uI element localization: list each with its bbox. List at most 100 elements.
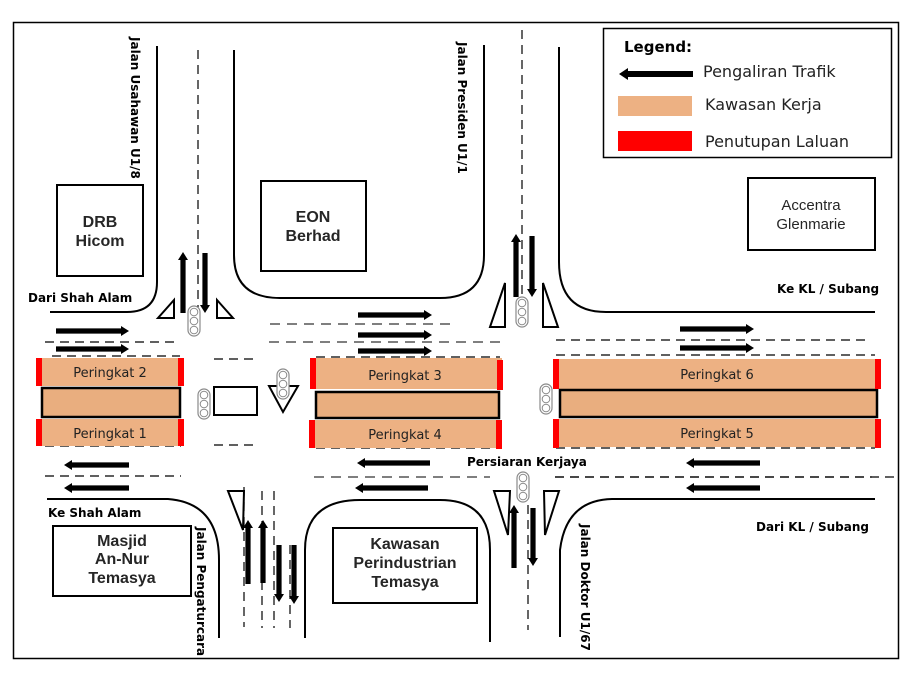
traffic-flow-arrow-icon bbox=[56, 344, 129, 354]
lane-closure bbox=[553, 359, 559, 389]
building-masjid-an-nur-temasya: Masjid An-Nur Temasya bbox=[52, 525, 192, 597]
traffic-lights bbox=[187, 296, 553, 503]
traffic-flow-arrow-icon bbox=[686, 458, 760, 468]
zone-label-peringkat-5: Peringkat 5 bbox=[680, 427, 754, 442]
lane-closure bbox=[553, 419, 559, 448]
lane-closure bbox=[178, 358, 184, 386]
svg-text:Temasya: Temasya bbox=[371, 574, 438, 591]
building-drb-hicom: DRB Hicom bbox=[56, 184, 144, 277]
work-zone-west: Peringkat 2 Peringkat 1 bbox=[36, 358, 184, 446]
traffic-flow-arrow-icon bbox=[357, 458, 430, 468]
traffic-light-icon bbox=[197, 388, 211, 420]
svg-text:Hicom: Hicom bbox=[76, 233, 125, 250]
svg-text:DRB: DRB bbox=[83, 214, 118, 231]
zone-label-peringkat-3: Peringkat 3 bbox=[368, 369, 442, 384]
traffic-flow-arrow-icon bbox=[619, 68, 693, 80]
work-zone-median-middle bbox=[314, 390, 501, 420]
traffic-island bbox=[488, 282, 506, 328]
road-edges bbox=[47, 45, 875, 642]
traffic-island bbox=[216, 297, 236, 319]
road-label-jalan-doktor: Jalan Doktor U1/67 bbox=[578, 523, 592, 651]
direction-ke-kl-subang: Ke KL / Subang bbox=[777, 282, 879, 296]
building-accentra-glenmarie: Accentra Glenmarie bbox=[747, 177, 876, 251]
traffic-island bbox=[155, 297, 175, 319]
traffic-flow-arrow-icon bbox=[358, 330, 432, 340]
traffic-light-icon bbox=[276, 368, 290, 400]
traffic-flow-arrow-icon bbox=[358, 346, 432, 356]
traffic-flow-arrow-icon bbox=[509, 505, 519, 568]
traffic-light-icon bbox=[515, 296, 529, 328]
legend: Legend: Pengaliran Trafik Kawasan Kerja … bbox=[602, 27, 893, 159]
traffic-flow-arrow-icon bbox=[243, 520, 253, 584]
svg-text:EON: EON bbox=[296, 209, 331, 226]
svg-text:Penutupan Laluan: Penutupan Laluan bbox=[705, 132, 849, 151]
traffic-flow-arrow-icon bbox=[64, 483, 129, 493]
svg-text:Pengaliran Trafik: Pengaliran Trafik bbox=[703, 62, 836, 81]
traffic-flow-arrow-icon bbox=[274, 545, 284, 602]
traffic-light-icon bbox=[516, 471, 530, 503]
traffic-flow-arrow-icon bbox=[686, 483, 760, 493]
traffic-flow-arrow-icon bbox=[680, 324, 754, 334]
traffic-flow-arrow-icon bbox=[200, 253, 210, 313]
traffic-island bbox=[213, 386, 258, 416]
traffic-flow-arrow-icon bbox=[289, 545, 299, 604]
building-eon-berhad: EON Berhad bbox=[260, 180, 367, 272]
zone-label-peringkat-2: Peringkat 2 bbox=[73, 366, 147, 381]
work-zone-peringkat-3 bbox=[312, 358, 502, 389]
work-zone-east: Peringkat 6 Peringkat 5 bbox=[553, 359, 881, 448]
traffic-flow-arrow-icon bbox=[56, 326, 129, 336]
work-zone-middle: Peringkat 3 Peringkat 4 bbox=[309, 358, 503, 449]
traffic-flow-arrow-icon bbox=[64, 460, 129, 470]
svg-text:Glenmarie: Glenmarie bbox=[776, 216, 845, 233]
lane-closure bbox=[497, 360, 503, 390]
road-label-persiaran-kerjaya: Persiaran Kerjaya bbox=[467, 455, 587, 469]
road-label-jalan-presiden: Jalan Presiden U1/1 bbox=[455, 41, 469, 174]
lane-closure bbox=[36, 419, 42, 446]
traffic-flow-arrow-icon bbox=[258, 520, 268, 583]
traffic-island bbox=[542, 282, 560, 328]
svg-text:Temasya: Temasya bbox=[88, 570, 155, 587]
road-label-jalan-usahawan: Jalan Usahawan U1/8 bbox=[128, 36, 142, 179]
lane-closure bbox=[36, 358, 42, 386]
svg-text:Perindustrian: Perindustrian bbox=[353, 555, 456, 572]
zone-label-peringkat-4: Peringkat 4 bbox=[368, 428, 442, 443]
svg-text:Berhad: Berhad bbox=[285, 228, 340, 245]
traffic-island bbox=[542, 490, 561, 536]
lane-closure-swatch-icon bbox=[618, 131, 692, 151]
zone-label-peringkat-6: Peringkat 6 bbox=[680, 368, 754, 383]
traffic-light-icon bbox=[187, 305, 201, 337]
road-label-jalan-pengaturcara: Jalan Pengaturcara bbox=[194, 526, 208, 656]
lane-closure bbox=[309, 420, 315, 448]
work-zone-peringkat-5 bbox=[555, 419, 880, 447]
legend-item-traffic-flow: Pengaliran Trafik bbox=[619, 62, 836, 81]
traffic-island bbox=[226, 490, 246, 531]
direction-dari-shah-alam: Dari Shah Alam bbox=[28, 291, 132, 305]
traffic-flow-arrow-icon bbox=[358, 310, 432, 320]
svg-text:Kawasan Kerja: Kawasan Kerja bbox=[705, 95, 822, 114]
lane-closure bbox=[875, 419, 881, 448]
traffic-flow-arrow-icon bbox=[355, 483, 428, 493]
traffic-flow-arrow-icon bbox=[178, 252, 188, 313]
svg-text:Kawasan: Kawasan bbox=[370, 536, 439, 553]
lane-closure bbox=[875, 359, 881, 389]
lane-closure bbox=[310, 358, 316, 389]
traffic-flow-arrow-icon bbox=[528, 508, 538, 566]
building-kawasan-perindustrian-temasya: Kawasan Perindustrian Temasya bbox=[332, 527, 478, 604]
work-zone-median-east bbox=[558, 388, 879, 419]
legend-title: Legend: bbox=[624, 38, 692, 56]
traffic-flow-arrows bbox=[56, 234, 760, 604]
zone-label-peringkat-1: Peringkat 1 bbox=[73, 427, 147, 442]
lane-closure bbox=[496, 420, 502, 449]
direction-dari-kl-subang: Dari KL / Subang bbox=[756, 520, 869, 534]
work-zone-median-west bbox=[40, 386, 182, 419]
traffic-light-icon bbox=[539, 383, 553, 415]
direction-ke-shah-alam: Ke Shah Alam bbox=[48, 506, 141, 520]
lane-closure bbox=[178, 419, 184, 446]
work-zone-peringkat-2 bbox=[38, 358, 183, 386]
svg-text:Accentra: Accentra bbox=[781, 197, 841, 214]
work-zone-peringkat-4 bbox=[311, 420, 501, 448]
work-zone-peringkat-6 bbox=[555, 359, 880, 389]
traffic-flow-arrow-icon bbox=[680, 343, 754, 353]
traffic-islands bbox=[155, 282, 561, 536]
